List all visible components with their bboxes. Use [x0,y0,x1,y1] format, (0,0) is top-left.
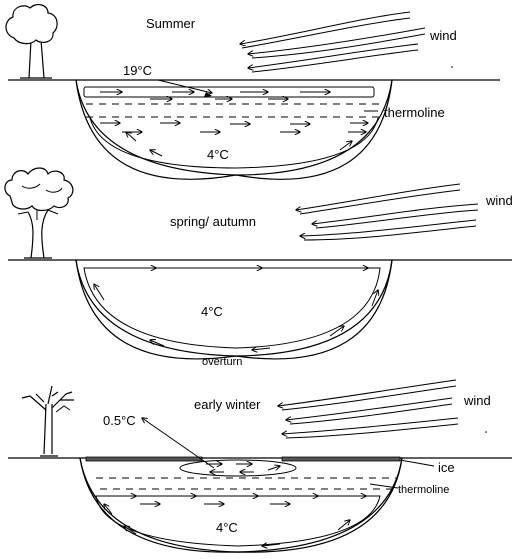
spring-tree-icon [4,167,74,259]
early-winter-panel [8,379,512,553]
summer-upper-arrows [100,92,330,99]
winter-deep-arrows [104,496,366,546]
spring-surface-arrows [94,268,378,350]
summer-wind-label: wind [430,28,457,43]
summer-surface-temp: 19°C [123,63,153,78]
winter-deep-loop [95,495,381,547]
winter-thermoline-label: thermoline [398,484,450,496]
winter-bottom-temp: 4°C [216,520,238,535]
summer-panel [5,3,500,180]
spring-wind-label: wind [486,193,513,208]
summer-lake-basin [75,79,393,180]
winter-ice-pointer [399,459,435,467]
winter-thermoline-pointer [369,483,399,489]
spring-circulation-loop [83,267,381,349]
summer-lower-arrows [100,123,368,157]
spring-title: spring/ autumn [170,214,256,229]
winter-thermocline-dashes [96,477,396,490]
spring-wind-arrows [296,183,479,241]
winter-ice-label: ice [438,460,455,475]
spring-lake-basin [75,259,393,360]
winter-tree-icon [21,385,74,457]
summer-wind-arrows [240,11,426,73]
summer-tree-icon [5,3,58,79]
spring-bottom-temp: 4°C [201,304,223,319]
winter-surface-arrows [206,464,280,472]
spring-overturn-label: overturn [202,356,243,368]
summer-inner-circulation [89,117,379,169]
summer-bottom-temp: 4°C [207,147,229,162]
summer-title: Summer [146,16,196,31]
winter-wind-arrows [278,379,459,439]
winter-wind-label: wind [464,393,491,408]
winter-temp-pointer [142,418,215,469]
summer-temp-pointer [157,79,212,93]
winter-title: early winter [194,397,261,412]
spring-autumn-panel [4,167,512,360]
winter-surface-temp: 0.5°C [103,413,136,428]
summer-thermoline-label: thermoline [384,105,445,120]
winter-ice-layer [85,456,401,462]
winter-surface-eddy [179,459,297,477]
summer-thermocline-dashes [86,103,384,118]
